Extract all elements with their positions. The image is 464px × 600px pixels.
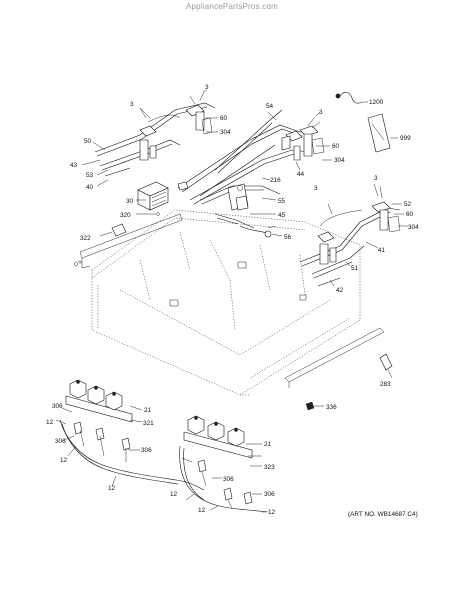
burner-box bbox=[74, 209, 385, 396]
callout-21: 21 bbox=[144, 407, 152, 414]
callout-306: 306 bbox=[52, 403, 63, 410]
callout-21: 21 bbox=[264, 441, 272, 448]
callout-3: 3 bbox=[319, 109, 323, 116]
callout-306: 306 bbox=[223, 476, 234, 483]
callout-53: 53 bbox=[86, 172, 94, 179]
callout-30: 30 bbox=[126, 198, 134, 205]
left-valve-assembly bbox=[81, 89, 218, 187]
lower-right-burner-group bbox=[179, 415, 269, 513]
part-283 bbox=[379, 353, 393, 379]
center-regulator-assembly bbox=[199, 177, 283, 238]
callout-12: 12 bbox=[268, 509, 276, 516]
callout-56: 56 bbox=[284, 234, 292, 241]
callout-44: 44 bbox=[297, 171, 305, 178]
callout-60: 60 bbox=[332, 143, 340, 150]
callout-52: 52 bbox=[404, 201, 412, 208]
callout-216: 216 bbox=[270, 177, 281, 184]
callout-306: 306 bbox=[55, 438, 66, 445]
spark-module-30 bbox=[136, 181, 169, 216]
callout-320: 320 bbox=[120, 212, 131, 219]
callout-43: 43 bbox=[70, 162, 78, 169]
callout-306: 306 bbox=[141, 447, 152, 454]
callout-51: 51 bbox=[351, 265, 359, 272]
callout-42: 42 bbox=[336, 287, 344, 294]
callout-336: 336 bbox=[326, 404, 337, 411]
callout-45: 45 bbox=[278, 212, 286, 219]
callout-999: 999 bbox=[400, 135, 411, 142]
callout-12: 12 bbox=[198, 507, 206, 514]
watermark: AppliancePartsPros.com bbox=[186, 2, 278, 11]
callout-40: 40 bbox=[86, 184, 94, 191]
callout-3: 3 bbox=[205, 84, 209, 91]
callout-304: 304 bbox=[334, 157, 345, 164]
callout-60: 60 bbox=[220, 115, 228, 122]
callout-323: 323 bbox=[264, 464, 275, 471]
callout-12: 12 bbox=[60, 457, 68, 464]
callout-labels: 3 3 60 304 50 43 53 40 54 1200 999 3 60 … bbox=[46, 84, 419, 516]
callout-1200: 1200 bbox=[369, 99, 384, 106]
callout-41: 41 bbox=[378, 247, 386, 254]
part-322 bbox=[99, 223, 127, 237]
instruction-packet-999 bbox=[367, 113, 398, 153]
callout-54: 54 bbox=[266, 103, 274, 110]
callout-304: 304 bbox=[408, 224, 419, 231]
callout-3: 3 bbox=[130, 101, 134, 108]
wire-harness-1200 bbox=[335, 92, 368, 104]
callout-12: 12 bbox=[46, 419, 54, 426]
part-336 bbox=[305, 401, 324, 411]
callout-306: 306 bbox=[264, 491, 275, 498]
callout-12: 12 bbox=[170, 491, 178, 498]
callout-12: 12 bbox=[108, 485, 116, 492]
callout-321: 321 bbox=[143, 420, 154, 427]
callout-322: 322 bbox=[80, 235, 91, 242]
callout-304: 304 bbox=[220, 129, 231, 136]
art-number: (ART NO. WB14687 C4) bbox=[348, 511, 418, 518]
lower-left-burner-group bbox=[55, 379, 205, 491]
callout-55: 55 bbox=[278, 198, 286, 205]
callout-60: 60 bbox=[406, 211, 414, 218]
callout-3: 3 bbox=[374, 175, 378, 182]
callout-283: 283 bbox=[380, 381, 391, 388]
callout-3: 3 bbox=[314, 185, 318, 192]
callout-50: 50 bbox=[84, 138, 92, 145]
right-valve-assembly bbox=[299, 183, 408, 287]
middle-valve-assembly bbox=[177, 109, 332, 205]
